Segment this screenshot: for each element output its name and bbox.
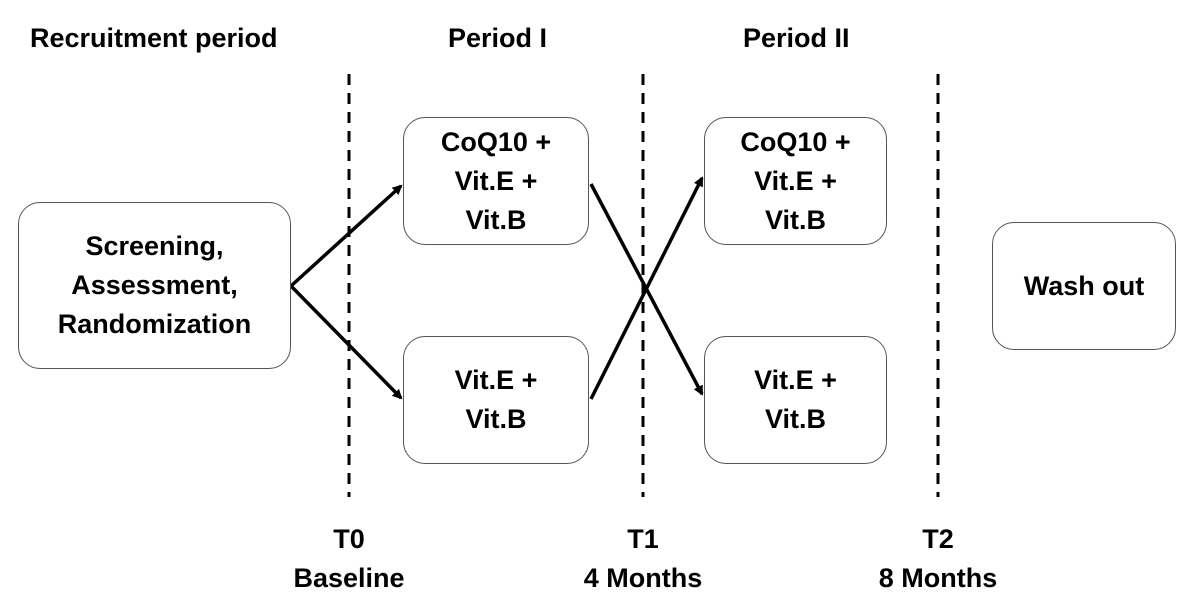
box-line: Vit.E + [754, 165, 837, 196]
screening-line: Screening, [85, 231, 224, 261]
period-1-top-box: CoQ10 + Vit.E + Vit.B [403, 117, 589, 245]
period-2-header: Period II [743, 23, 850, 53]
arrow-screening-to-p1-top [289, 184, 403, 288]
box-line: Vit.E + [754, 365, 837, 395]
randomization-line: Randomization [57, 309, 252, 339]
period-2-bottom-box: Vit.E + Vit.B [704, 336, 887, 464]
assessment-line: Assessment, [71, 270, 238, 300]
box-line: Vit.B [764, 204, 826, 235]
timepoint-t0: T0 Baseline [249, 526, 449, 592]
box-line: Vit.B [764, 404, 826, 434]
box-line: CoQ10 + [440, 126, 552, 157]
timepoint-time: 8 Months [878, 563, 998, 593]
box-line: CoQ10 + [740, 126, 851, 157]
washout-label: Wash out [1023, 270, 1145, 301]
timepoint-label: T0 [333, 524, 365, 554]
box-line: Vit.E + [454, 165, 538, 196]
timepoint-time: 4 Months [583, 563, 703, 593]
arrow-p1-bottom-to-p2-top [589, 176, 704, 400]
timepoint-time: Baseline [293, 563, 405, 593]
timepoint-t2: T2 8 Months [838, 526, 1038, 592]
recruitment-period-header: Recruitment period [30, 23, 278, 53]
box-line: Vit.B [465, 404, 527, 434]
period-1-header: Period I [448, 23, 548, 53]
timepoint-t1: T1 4 Months [543, 526, 743, 592]
box-line: Vit.B [465, 204, 527, 235]
screening-box: Screening, Assessment, Randomization [18, 202, 291, 369]
period-1-bottom-box: Vit.E + Vit.B [403, 336, 589, 464]
period-2-top-box: CoQ10 + Vit.E + Vit.B [704, 117, 887, 245]
timepoint-label: T2 [922, 524, 954, 554]
arrow-screening-to-p1-bottom [289, 284, 403, 400]
washout-box: Wash out [992, 222, 1176, 350]
box-line: Vit.E + [454, 365, 538, 395]
timepoint-label: T1 [627, 524, 659, 554]
